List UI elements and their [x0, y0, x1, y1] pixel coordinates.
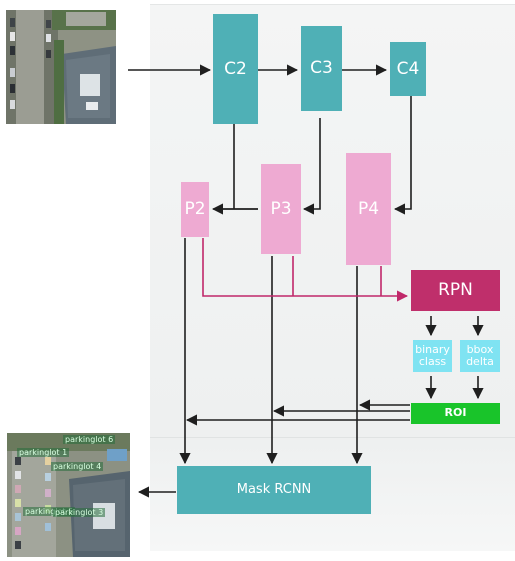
- rpn-block: RPN: [411, 270, 500, 311]
- output-label: parkinglot 1: [17, 448, 70, 457]
- c3-block: C3: [301, 26, 342, 111]
- mask-rcnn-block: Mask RCNN: [177, 466, 371, 514]
- bbox-delta-head: bbox delta: [460, 340, 500, 372]
- output-label: parkinglot 3: [53, 508, 106, 517]
- panel-divider: [150, 437, 515, 438]
- p2-block: P2: [181, 182, 209, 237]
- roi-block: ROI: [411, 403, 500, 424]
- output-label: parkinglot 4: [51, 462, 104, 471]
- input-aerial-image: [6, 10, 116, 124]
- c4-block: C4: [390, 42, 426, 96]
- output-label: parkinglot 5: [23, 507, 76, 516]
- p3-block: P3: [261, 164, 301, 254]
- binary-class-head: binary class: [413, 340, 452, 372]
- c2-block: C2: [213, 14, 258, 124]
- p4-block: P4: [346, 153, 391, 265]
- output-label: parkinglot 6: [63, 435, 116, 444]
- output-detection-image: parkinglot 6 parkinglot 1 parkinglot 4 p…: [7, 433, 130, 557]
